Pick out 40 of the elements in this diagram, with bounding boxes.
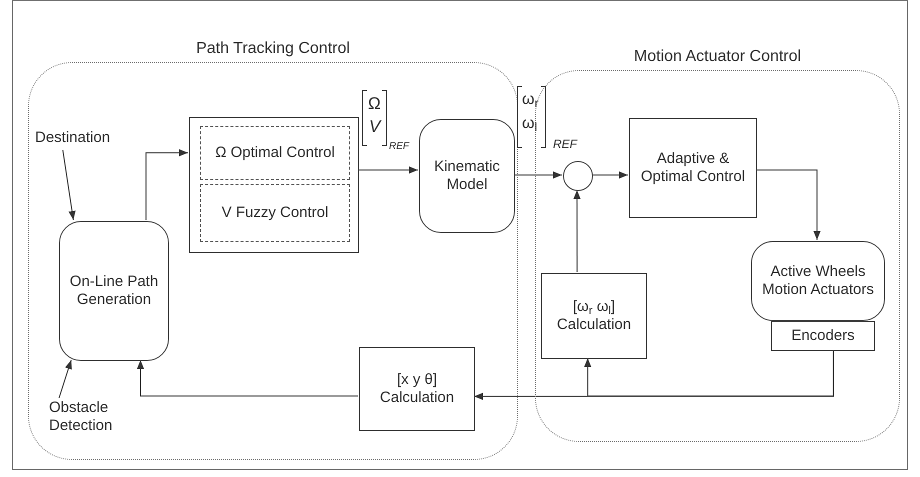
sub-box	[200, 184, 350, 242]
arrow	[136, 360, 358, 396]
arrow	[358, 166, 418, 174]
arrow	[756, 170, 821, 240]
rounded-box	[751, 241, 885, 321]
signal-label: ω$_{l}$	[522, 116, 538, 132]
arrow	[584, 350, 834, 396]
box-label: [x y θ] Calculation	[378, 371, 456, 407]
process-box	[359, 347, 475, 431]
signal-label: REF	[553, 138, 577, 150]
process-box	[189, 117, 359, 253]
signal-label: ω$_{r}$	[522, 92, 538, 108]
input-label: Destination	[35, 129, 131, 151]
arrow	[592, 171, 628, 179]
box-label: Ω Optimal Control	[215, 144, 335, 162]
process-box	[629, 118, 757, 218]
input-label: Obstacle Detection	[49, 399, 141, 443]
box-label: [ω$_{r}$ ω$_{l}$] Calculation	[556, 298, 632, 334]
process-box	[541, 273, 647, 359]
signal-label: Ω	[368, 95, 381, 112]
box-label: V Fuzzy Control	[222, 204, 328, 222]
summing-junction	[563, 161, 593, 191]
signal-label: REF	[389, 142, 409, 152]
arrow	[58, 360, 72, 398]
arrow	[62, 150, 76, 220]
arrow	[573, 190, 581, 272]
process-box	[771, 321, 875, 351]
rounded-box	[419, 119, 515, 233]
sub-box	[200, 126, 350, 180]
signal-label: V	[369, 118, 380, 135]
box-label: Active Wheels Motion Actuators	[761, 263, 875, 299]
box-label: Kinematic Model	[433, 158, 501, 194]
box-label: Adaptive & Optimal Control	[640, 150, 746, 186]
group-title: Path Tracking Control	[195, 39, 351, 59]
group-title: Motion Actuator Control	[632, 47, 802, 67]
rounded-box	[59, 221, 169, 361]
arrow	[146, 149, 188, 220]
box-label: Encoders	[791, 327, 855, 345]
box-label: On-Line Path Generation	[68, 273, 160, 309]
arrow	[514, 171, 562, 179]
